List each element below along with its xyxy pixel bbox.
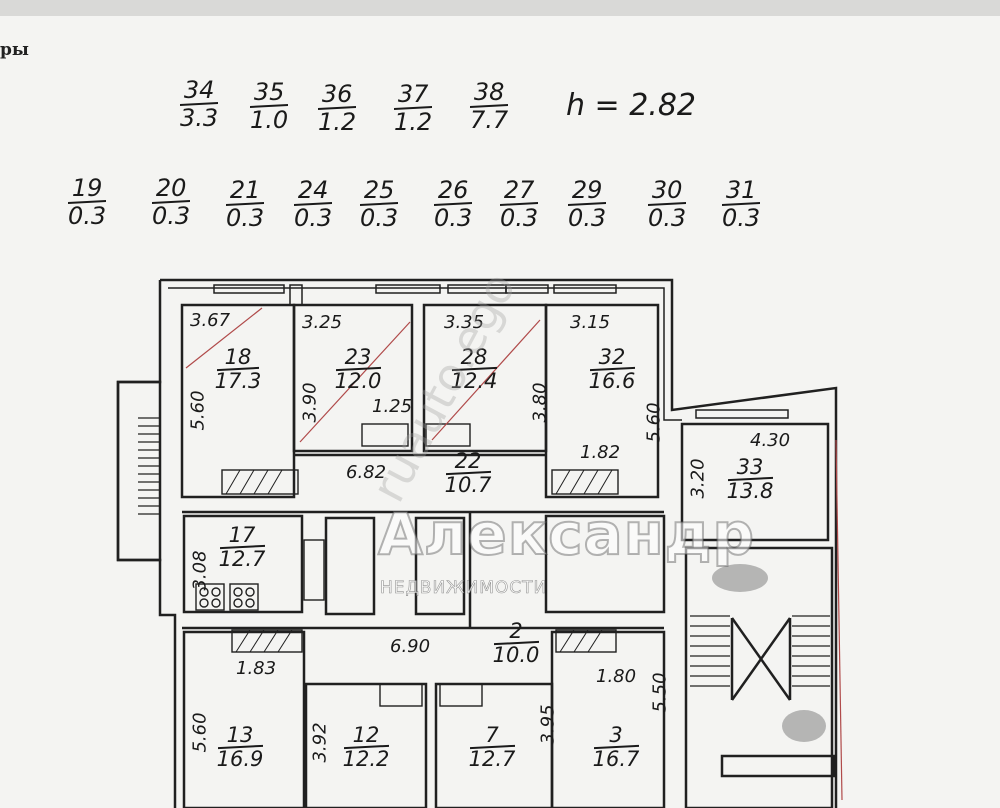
dim-682: 6.82: [346, 462, 387, 483]
dim-335: 3.35: [444, 312, 485, 333]
dim-320: 3.20: [687, 458, 709, 499]
dim-315: 3.15: [570, 312, 611, 333]
dim-308: 3.08: [189, 550, 211, 591]
dim-690: 6.90: [390, 636, 431, 657]
dim-395: 3.95: [537, 704, 559, 745]
dim-550: 5.50: [649, 672, 671, 713]
watermark-logo: Александр: [377, 499, 756, 569]
dim-325: 3.25: [302, 312, 343, 333]
dim-560a: 5.60: [187, 390, 209, 431]
scan-top-border: [0, 0, 1000, 16]
dim-560b: 5.60: [643, 402, 665, 443]
cut-heading-fragment: ры: [0, 40, 29, 60]
dim-367: 3.67: [190, 310, 231, 331]
dim-183: 1.83: [236, 658, 277, 679]
dim-180: 1.80: [596, 666, 637, 687]
dim-392: 3.92: [309, 722, 331, 763]
dim-430: 4.30: [750, 430, 791, 451]
dim-182: 1.82: [580, 442, 621, 463]
watermark-subtitle: НЕДВИЖИМОСТИ: [380, 578, 548, 599]
dim-560c: 5.60: [189, 712, 211, 753]
dim-125: 1.25: [372, 396, 413, 417]
dim-390: 3.90: [299, 382, 321, 423]
dim-380: 3.80: [529, 382, 551, 423]
ceiling-height-note: h = 2.82: [566, 88, 697, 123]
